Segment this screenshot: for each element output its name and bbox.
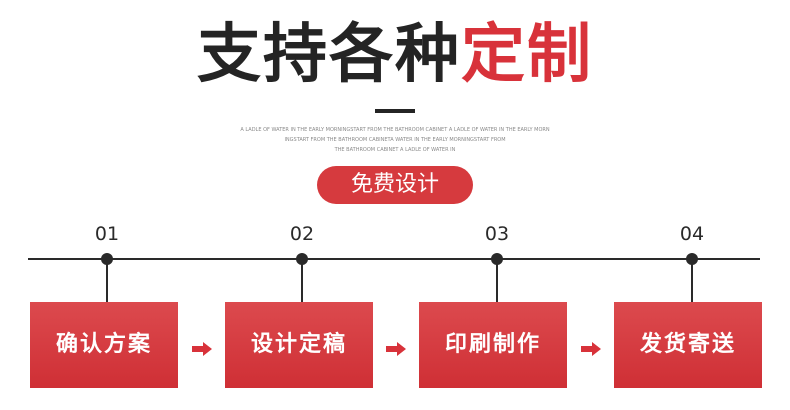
step-connector-1 [106, 259, 108, 303]
step-box-3: 印刷制作 [419, 302, 567, 388]
step-number-1: 01 [94, 223, 120, 245]
step-connector-2 [301, 259, 303, 303]
arrow-right-icon [192, 342, 212, 356]
step-box-4: 发货寄送 [614, 302, 762, 388]
step-connector-4 [691, 259, 693, 303]
timeline-line [28, 258, 760, 260]
title-accent: 定制 [461, 18, 593, 92]
title-main: 支持各种 [197, 18, 461, 92]
page-title: 支持各种定制 [0, 14, 790, 96]
step-number-4: 04 [679, 223, 705, 245]
subtitle-line-2: INGSTART FROM THE BATHROOM CABINETA WATE… [284, 137, 506, 143]
step-box-1: 确认方案 [30, 302, 178, 388]
step-number-3: 03 [484, 223, 510, 245]
title-divider [375, 109, 415, 113]
subtitle-line-3: THE BATHROOM CABINET A LADLE OF WATER IN [334, 147, 456, 153]
step-number-2: 02 [289, 223, 315, 245]
arrow-right-icon [386, 342, 406, 356]
arrow-right-icon [581, 342, 601, 356]
step-box-2: 设计定稿 [225, 302, 373, 388]
subtitle-line-1: A LADLE OF WATER IN THE EARLY MORNINGSTA… [240, 127, 550, 133]
step-connector-3 [496, 259, 498, 303]
free-design-badge: 免费设计 [317, 166, 473, 204]
